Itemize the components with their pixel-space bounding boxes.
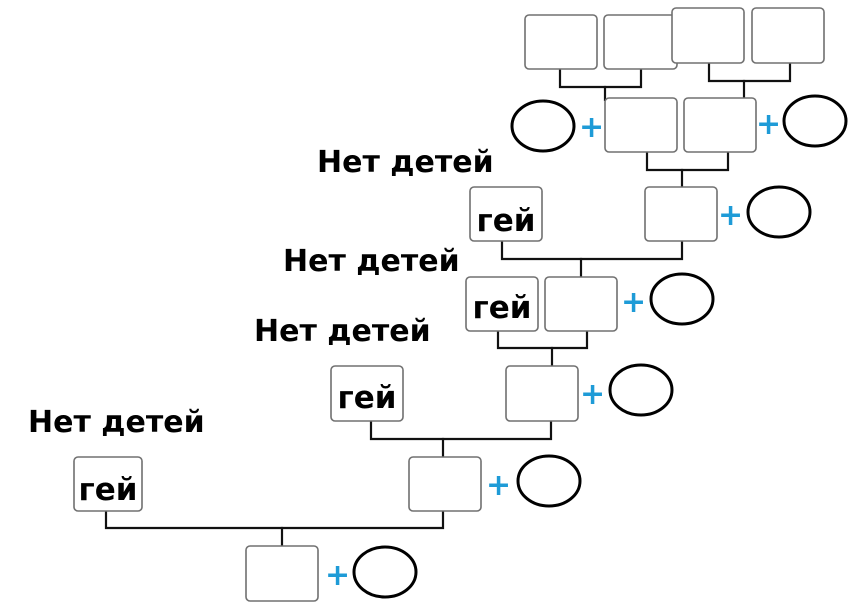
generation-5: Нет детей гей + <box>254 314 674 422</box>
connector-lines <box>104 61 792 548</box>
person-box-g3b[interactable] <box>644 186 718 242</box>
partner-ellipse-p1[interactable] <box>510 99 576 153</box>
link-gen4-siblings <box>496 329 589 350</box>
partner-ellipse-p2[interactable] <box>782 94 848 148</box>
partner-ellipse-g6b[interactable] <box>516 454 582 508</box>
person-box-g3a[interactable] <box>469 186 543 242</box>
person-box-gp4[interactable] <box>751 7 825 64</box>
gay-label: гей <box>477 203 536 239</box>
link-gen5-siblings <box>369 419 553 441</box>
plus-icon: + <box>486 468 511 503</box>
generation-2: + + <box>510 94 848 153</box>
plus-icon: + <box>325 558 350 593</box>
gay-label: гей <box>473 290 532 326</box>
link-gen3-siblings <box>500 239 684 261</box>
generation-6: Нет детей гей + <box>28 405 582 512</box>
link-gen6-siblings <box>104 509 445 530</box>
no-children-note: Нет детей <box>283 244 460 279</box>
generation-7: + <box>245 545 418 602</box>
person-box-g5b[interactable] <box>505 365 579 422</box>
partner-ellipse-g4b[interactable] <box>649 272 715 326</box>
person-box-gp2[interactable] <box>603 14 678 70</box>
plus-icon: + <box>580 377 605 412</box>
person-box-g6b[interactable] <box>408 456 482 512</box>
generation-3: Нет детей гей + <box>317 145 812 242</box>
no-children-note: Нет детей <box>28 405 205 440</box>
partner-ellipse-g5b[interactable] <box>608 363 674 417</box>
person-box-p1[interactable] <box>604 97 678 153</box>
generation-4: Нет детей гей + <box>283 244 715 332</box>
partner-ellipse-g7[interactable] <box>352 545 418 599</box>
plus-icon: + <box>621 285 646 320</box>
partner-ellipse-g3b[interactable] <box>746 185 812 239</box>
person-box-g4b[interactable] <box>544 276 618 332</box>
person-box-gp3[interactable] <box>671 7 745 64</box>
plus-icon: + <box>756 107 781 142</box>
link-gp1-gp2-to-p1 <box>558 67 643 89</box>
person-box-p2[interactable] <box>683 97 757 153</box>
generation-1 <box>524 7 825 70</box>
person-box-g4a[interactable] <box>465 276 539 332</box>
gay-label: гей <box>79 472 138 508</box>
person-box-g7[interactable] <box>245 545 319 602</box>
plus-icon: + <box>579 110 604 145</box>
person-box-gp1[interactable] <box>524 14 598 70</box>
person-box-g6a[interactable] <box>73 456 143 512</box>
link-gp3-gp4-to-p2 <box>707 61 792 83</box>
no-children-note: Нет детей <box>317 145 494 180</box>
plus-icon: + <box>718 198 743 233</box>
person-box-g5a[interactable] <box>330 365 404 422</box>
gay-label: гей <box>338 380 397 416</box>
no-children-note: Нет детей <box>254 314 431 349</box>
link-p1-p2-union <box>645 150 730 172</box>
